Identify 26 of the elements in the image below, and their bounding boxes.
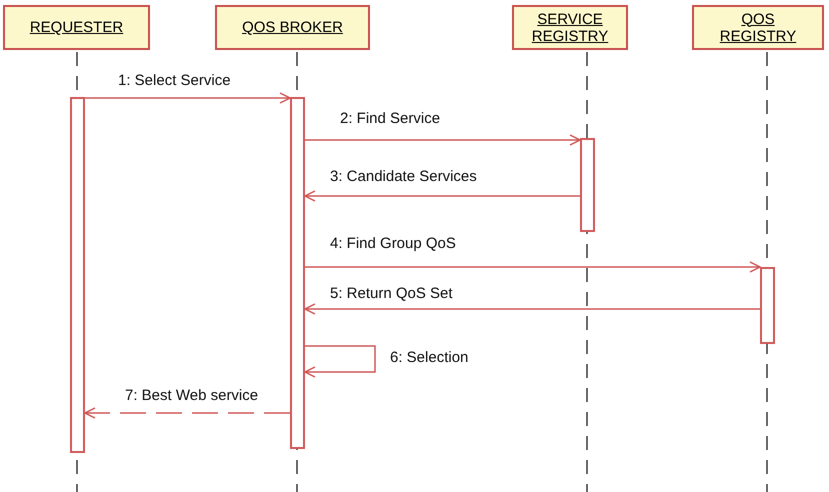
activation-bar (580, 138, 595, 232)
participant-name: QOS REGISTRY (720, 10, 796, 44)
message-arrow (305, 261, 761, 273)
participant-box (3, 5, 150, 50)
activation-bar (760, 267, 775, 344)
activation-bar (290, 97, 305, 449)
message-label: 1: Select Service (118, 72, 231, 89)
participant-box (512, 5, 628, 50)
participant-name: SERVICE REGISTRY (532, 10, 608, 44)
message-label: 2: Find Service (340, 110, 440, 127)
message-arrow (304, 345, 376, 378)
participant-name: QOS BROKER (242, 19, 343, 36)
message-label: 3: Candidate Services (330, 168, 477, 185)
message-label: 4: Find Group QoS (330, 235, 456, 252)
message-arrow (305, 134, 581, 146)
participant-name: REQUESTER (30, 19, 124, 36)
message-label: 6: Selection (390, 349, 468, 366)
participant-box (215, 5, 370, 50)
message-label: 7: Best Web service (125, 387, 258, 404)
message-arrow (304, 190, 580, 202)
message-arrow (84, 407, 290, 419)
message-label: 5: Return QoS Set (330, 285, 453, 302)
activation-bar (70, 97, 85, 453)
message-arrow (85, 92, 291, 104)
participant-box (692, 5, 824, 50)
message-arrow (304, 303, 760, 315)
